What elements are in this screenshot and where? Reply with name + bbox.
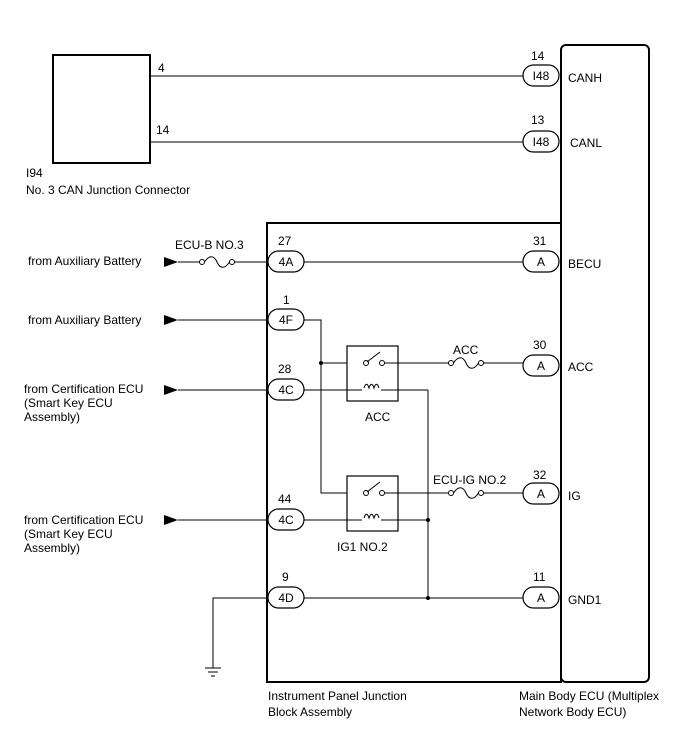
jb-pin-1: 1 — [283, 293, 290, 307]
fuse-label-ecu-b-no3: ECU-B NO.3 — [175, 238, 244, 252]
source-cert-ecu-2-line1: from Certification ECU — [24, 513, 143, 527]
source-aux-battery-2: from Auxiliary Battery — [28, 313, 141, 327]
ecu-terminal-acc: ACC — [568, 360, 594, 374]
svg-text:A: A — [537, 591, 545, 605]
fuse-ecu-ig-no2 — [448, 487, 484, 499]
jb-connector-4a: 4A 27 — [267, 234, 305, 273]
svg-text:I48: I48 — [533, 69, 550, 83]
svg-text:4D: 4D — [278, 591, 294, 605]
relay-label-acc: ACC — [365, 410, 391, 424]
ecu-terminal-becu: BECU — [568, 257, 601, 271]
jb-pin-27: 27 — [278, 234, 292, 248]
jb-pin-28: 28 — [278, 362, 292, 376]
fuse-ecu-b-no3 — [199, 256, 235, 268]
ground-icon — [205, 667, 221, 677]
relay-ig1-no2 — [346, 475, 399, 532]
connector-i94-code: I94 — [26, 166, 43, 180]
arrow-cert-ecu-2 — [164, 515, 178, 525]
svg-text:4C: 4C — [278, 513, 294, 527]
ecu-connector-canl: I48 13 — [522, 113, 560, 153]
arrow-aux-battery-1 — [164, 257, 178, 267]
jb-pin-9: 9 — [282, 570, 289, 584]
fuse-acc — [448, 357, 484, 369]
ecu-terminal-ig: IG — [568, 489, 581, 503]
ecu-pin-becu: 31 — [533, 234, 547, 248]
svg-text:A: A — [537, 487, 545, 501]
ecu-connector-gnd1: A 11 — [522, 570, 560, 609]
arrow-cert-ecu-1 — [164, 385, 178, 395]
i94-pin-canh: 4 — [158, 61, 165, 75]
ecu-pin-canh: 14 — [531, 49, 545, 63]
connector-i94-name: No. 3 CAN Junction Connector — [26, 183, 190, 197]
svg-text:A: A — [537, 255, 545, 269]
i94-pin-canl: 14 — [156, 123, 170, 137]
source-cert-ecu-1-line1: from Certification ECU — [24, 382, 143, 396]
source-cert-ecu-2-line2: (Smart Key ECU — [24, 527, 113, 541]
fuse-label-acc: ACC — [453, 343, 479, 357]
ecu-connector-acc: A 30 — [522, 338, 560, 377]
ecu-pin-canl: 13 — [531, 113, 545, 127]
ecu-terminal-canh: CANH — [568, 71, 602, 85]
source-aux-battery-1: from Auxiliary Battery — [28, 254, 141, 268]
junction-block-label-1: Instrument Panel Junction — [268, 689, 407, 703]
ecu-pin-ig: 32 — [533, 468, 547, 482]
junction-block-box — [266, 222, 562, 683]
jb-connector-4d: 4D 9 — [267, 570, 305, 609]
svg-text:4A: 4A — [279, 255, 294, 269]
jb-pin-44: 44 — [278, 492, 292, 506]
source-cert-ecu-1-line2: (Smart Key ECU — [24, 396, 113, 410]
source-cert-ecu-1-line3: Assembly) — [24, 410, 80, 424]
main-body-ecu-label-2: Network Body ECU) — [519, 705, 626, 719]
svg-text:I48: I48 — [533, 135, 550, 149]
jb-connector-4c-28: 4C 28 — [267, 362, 305, 401]
arrow-aux-battery-2 — [164, 315, 178, 325]
ecu-terminal-canl: CANL — [570, 136, 602, 150]
ecu-terminal-gnd1: GND1 — [568, 593, 602, 607]
svg-text:4F: 4F — [279, 313, 293, 327]
can-junction-connector-box — [52, 54, 151, 164]
relay-acc — [346, 345, 399, 402]
junction-block-label-2: Block Assembly — [268, 705, 352, 719]
ecu-pin-acc: 30 — [533, 338, 547, 352]
relay-label-ig1-no2: IG1 NO.2 — [337, 540, 388, 554]
fuse-label-ecu-ig-no2: ECU-IG NO.2 — [433, 473, 507, 487]
source-cert-ecu-2-line3: Assembly) — [24, 541, 80, 555]
svg-text:4C: 4C — [278, 383, 294, 397]
main-body-ecu-label-1: Main Body ECU (Multiplex — [519, 689, 659, 703]
ecu-connector-canh: I48 14 — [522, 49, 560, 87]
ecu-pin-gnd1: 11 — [533, 570, 546, 584]
svg-text:A: A — [537, 359, 545, 373]
